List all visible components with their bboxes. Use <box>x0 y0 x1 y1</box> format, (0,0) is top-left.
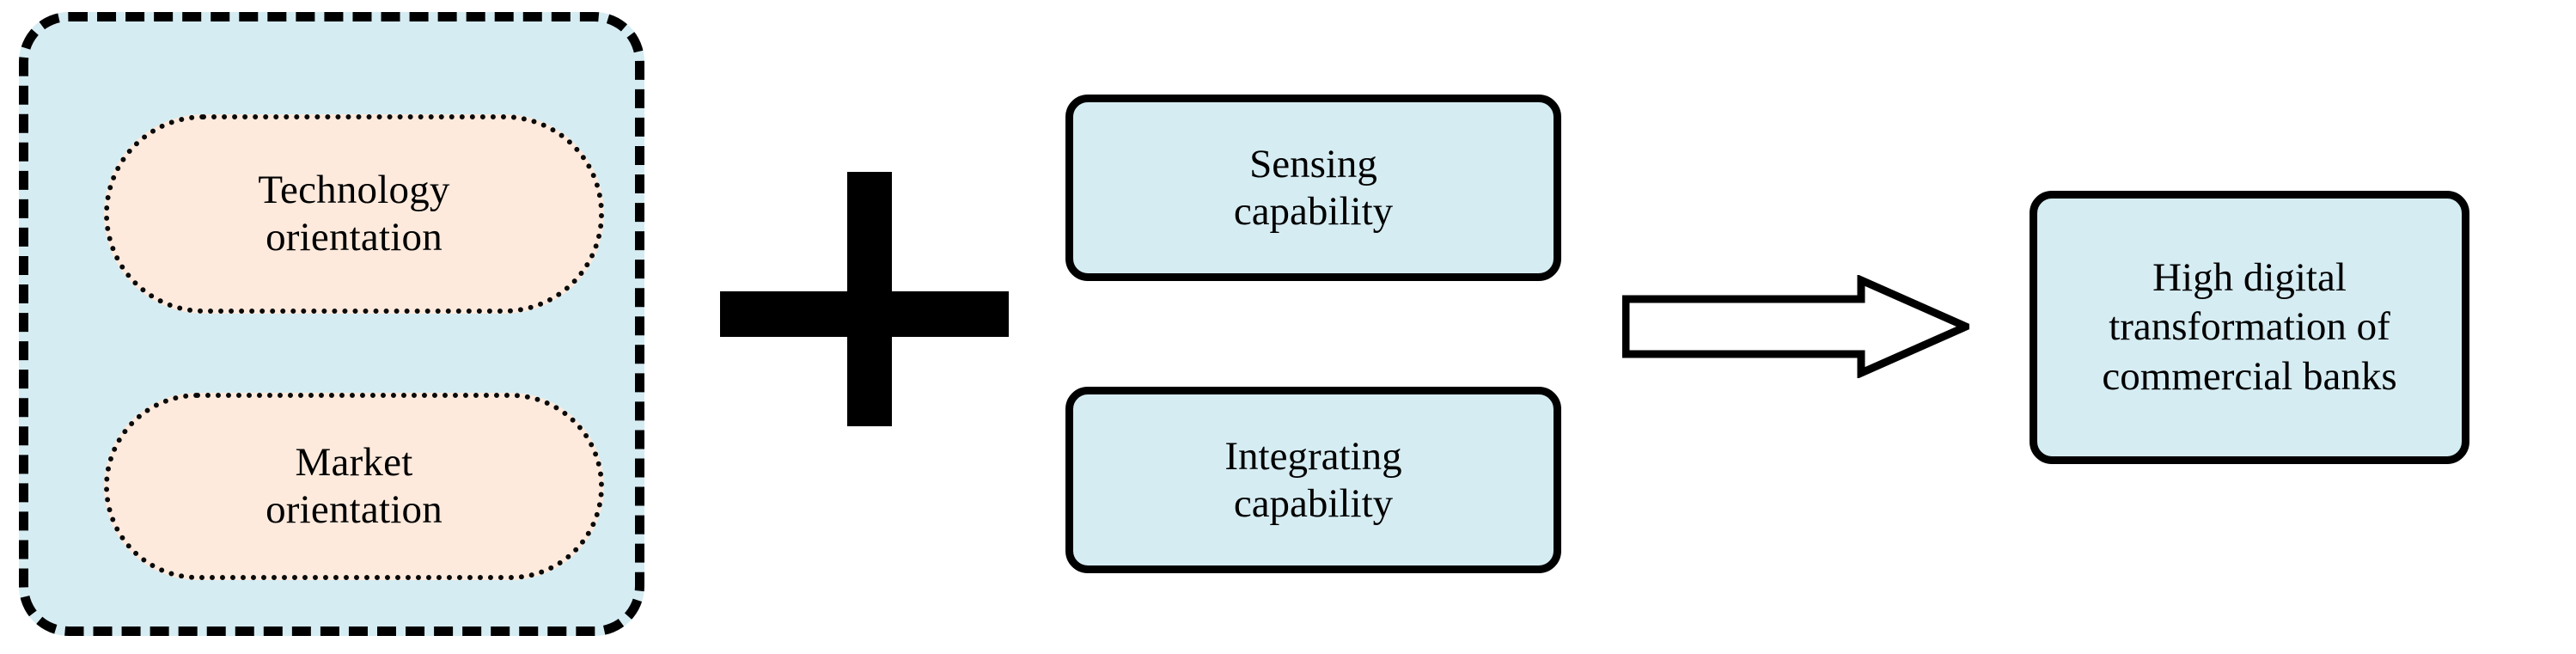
right-arrow-shape <box>1622 275 1969 378</box>
technology-orientation-label: Technology orientation <box>258 167 450 260</box>
outcome-label: High digital transformation of commercia… <box>2102 255 2397 399</box>
outcome-box[interactable]: High digital transformation of commercia… <box>2030 191 2469 464</box>
plus-operator-icon <box>720 172 1009 426</box>
sensing-capability-label: Sensing capability <box>1233 141 1394 234</box>
integrating-capability-box[interactable]: Integrating capability <box>1065 387 1561 573</box>
strategic-orientation-group: Technology orientation Market orientatio… <box>19 12 644 636</box>
sensing-capability-box[interactable]: Sensing capability <box>1065 95 1561 281</box>
right-arrow-icon <box>1622 275 1969 378</box>
technology-orientation-pill[interactable]: Technology orientation <box>104 114 604 314</box>
market-orientation-label: Market orientation <box>266 439 443 532</box>
plus-vertical-bar <box>847 172 892 426</box>
integrating-capability-label: Integrating capability <box>1224 433 1402 526</box>
arrow-polygon <box>1622 275 1969 378</box>
market-orientation-pill[interactable]: Market orientation <box>104 393 604 580</box>
